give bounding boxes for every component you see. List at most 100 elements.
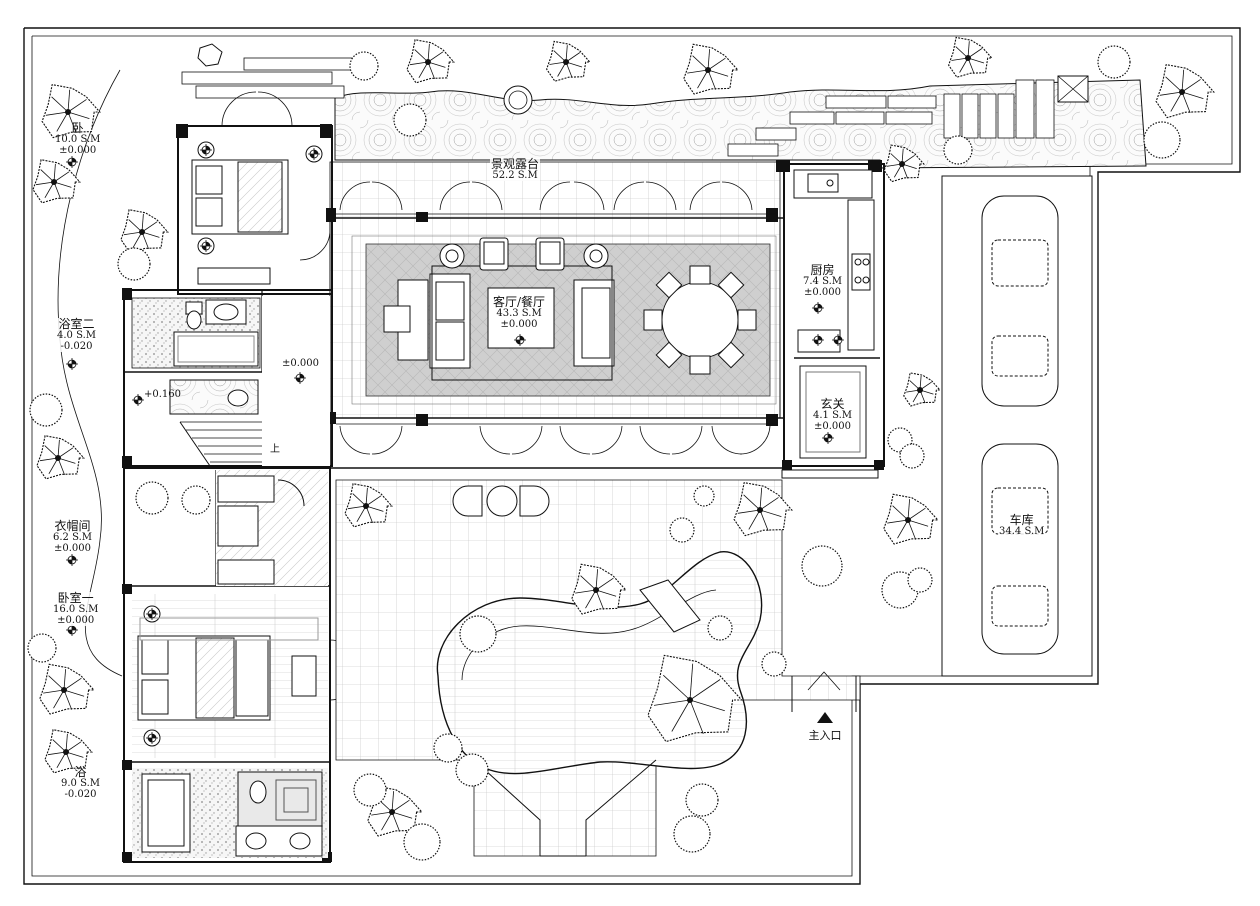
garden-lantern (197, 43, 1089, 115)
bath-one-label: 浴 9.0 S.M -0.020 (60, 766, 101, 800)
kitchen-label: 厨房 7.4 S.M ±0.000 (802, 264, 843, 298)
main-entrance-gate (791, 671, 857, 712)
foyer-area: 4.1 S.M (813, 410, 852, 421)
shrub-icon (685, 783, 719, 817)
shrub-icon (29, 393, 63, 427)
north-garden (334, 79, 1147, 169)
level-marker-icon (832, 334, 844, 346)
sofa-right (573, 279, 615, 367)
living-dining-name: 客厅/餐厅 (493, 295, 546, 309)
bath-one-fixtures (141, 771, 323, 857)
shrub-icon (433, 733, 463, 763)
level-marker-icon (200, 240, 212, 252)
level-marker-icon (308, 148, 320, 160)
bedroom-one-elev: ±0.000 (57, 615, 95, 626)
living-dining-elev: ±0.000 (500, 319, 538, 330)
courtyard-stools (452, 485, 550, 517)
hall-level: ±0.000 (282, 358, 320, 369)
level-marker-icon (132, 394, 144, 406)
shrub-icon (459, 615, 497, 653)
shrub-icon (669, 517, 695, 543)
garage-area: 34.4 S.M (999, 526, 1045, 537)
foyer-label: 玄关 4.1 S.M ±0.000 (812, 398, 853, 432)
bedroom-one-bed (137, 605, 319, 747)
tree-icon (120, 209, 170, 254)
tree-icon (647, 654, 743, 743)
terrace-label: 景观露台 52.2 S.M (490, 158, 541, 181)
bath-one-area: 9.0 S.M (61, 778, 100, 789)
living-sofa-back (431, 265, 613, 381)
tree-icon (1155, 63, 1216, 119)
bedroom-two-bed (191, 141, 323, 285)
bedroom-one-area: 16.0 S.M (53, 604, 99, 615)
tree-icon (36, 435, 86, 480)
shrub-icon (673, 815, 711, 853)
level-marker-icon (66, 624, 78, 636)
bedroom-one-label: 卧室一 16.0 S.M ±0.000 (52, 591, 100, 626)
living-dining-label: 客厅/餐厅 43.3 S.M ±0.000 (492, 295, 547, 330)
bath-two-label: 浴室二 4.0 S.M -0.020 (56, 318, 97, 352)
stair-level: +0.160 (144, 389, 182, 400)
cloakroom-name: 衣帽间 (54, 519, 91, 533)
sofa-left (383, 273, 471, 369)
bath-two-fixtures (173, 299, 259, 367)
tree-icon (44, 729, 94, 774)
cloakroom-elev: ±0.000 (53, 543, 91, 554)
bath-two-name: 浴室二 (58, 317, 95, 331)
bedroom-one-name: 卧室一 (57, 591, 94, 605)
dining-table (643, 265, 757, 375)
shrub-icon (349, 51, 379, 81)
shrub-icon (801, 545, 843, 587)
level-marker-icon (66, 554, 78, 566)
bedroom-two-elev: ±0.000 (59, 145, 97, 156)
tree-icon (41, 83, 102, 139)
tree-icon (883, 144, 926, 183)
garage-name: 车库 (1009, 513, 1034, 527)
bath-two-elev: -0.020 (60, 341, 93, 352)
shrub-icon (393, 103, 427, 137)
terrace-floor (329, 161, 781, 221)
tree-icon (32, 159, 82, 204)
armchairs (439, 237, 609, 271)
level-marker-icon (66, 358, 78, 370)
tree-icon (545, 40, 592, 82)
shrub-icon (135, 481, 169, 515)
shrub-icon (27, 633, 57, 663)
bath-two-area: 4.0 S.M (57, 330, 96, 341)
wall-columns (122, 124, 884, 862)
west-garden-path (57, 69, 123, 677)
trees (32, 36, 1216, 837)
shrub-icon (1143, 121, 1181, 159)
tree-icon (733, 481, 794, 537)
foyer-elev: ±0.000 (813, 421, 851, 432)
tree-icon (683, 43, 740, 95)
level-marker-icon (294, 372, 306, 384)
elevation-markers (66, 144, 844, 744)
shrub-icon (693, 485, 715, 507)
south-path (473, 759, 657, 857)
shrub-icon (117, 247, 151, 281)
level-marker-icon (822, 432, 834, 444)
shrub-icon (907, 567, 933, 593)
level-marker-icon (514, 334, 526, 346)
bath-one-name: 浴 (74, 765, 87, 779)
kitchen-area: 7.4 S.M (803, 276, 842, 287)
tree-icon (571, 563, 628, 615)
main-entrance: 主入口 (800, 712, 850, 743)
shrub-icon (707, 615, 733, 641)
kitchen-elev: ±0.000 (803, 287, 841, 298)
bedroom-two-area: 10.0 S.M (55, 134, 101, 145)
tree-icon (344, 483, 394, 528)
stair-up-label: 上 (270, 444, 280, 455)
bedroom-two-door (221, 91, 331, 261)
tree-icon (39, 663, 96, 715)
shrub-icon (455, 753, 489, 787)
stair-block (169, 379, 262, 467)
shrub-icon (353, 773, 387, 807)
shrub-icon (403, 823, 441, 861)
terrace-doors (336, 181, 776, 455)
cloakroom-area: 6.2 S.M (53, 532, 92, 543)
hall-floor (262, 296, 330, 466)
kitchen-name: 厨房 (810, 263, 835, 277)
